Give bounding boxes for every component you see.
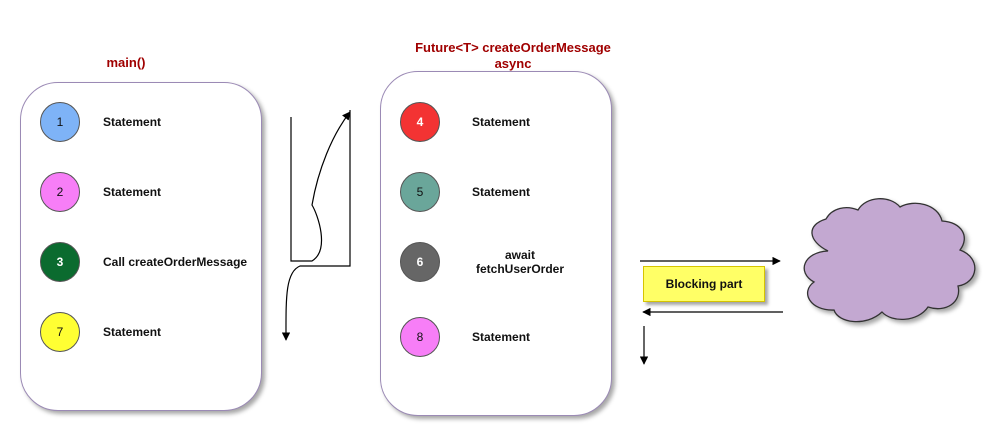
step-node-1: 1 [40, 102, 80, 142]
step-label-6-line2: fetchUserOrder [475, 262, 565, 276]
step-node-6: 6 [400, 242, 440, 282]
step-node-7: 7 [40, 312, 80, 352]
main-title: main() [106, 55, 146, 70]
return-flow-arrow [281, 110, 351, 341]
step-label-1: Statement [103, 115, 162, 129]
step-node-5: 5 [400, 172, 440, 212]
step-node-3: 3 [40, 242, 80, 282]
call-flow-arrow [290, 111, 351, 262]
step-label-6-line1: await [504, 248, 535, 262]
step-label-6: await fetchUserOrder [468, 248, 572, 276]
step-label-8: Statement [472, 330, 531, 344]
step-node-8: 8 [400, 317, 440, 357]
step-label-2: Statement [103, 185, 162, 199]
step-label-5: Statement [472, 185, 531, 199]
step-node-4: 4 [400, 102, 440, 142]
step-label-7: Statement [103, 325, 162, 339]
async-function-title: Future<T> createOrderMessage async [395, 40, 631, 72]
blocking-part-box: Blocking part [643, 266, 765, 302]
step-label-3: Call createOrderMessage [103, 255, 248, 269]
async-title-line1: Future<T> createOrderMessage [415, 40, 611, 55]
async-title-line2: async [494, 56, 532, 71]
cloud-shape [803, 198, 976, 323]
step-label-4: Statement [472, 115, 531, 129]
step-node-2: 2 [40, 172, 80, 212]
